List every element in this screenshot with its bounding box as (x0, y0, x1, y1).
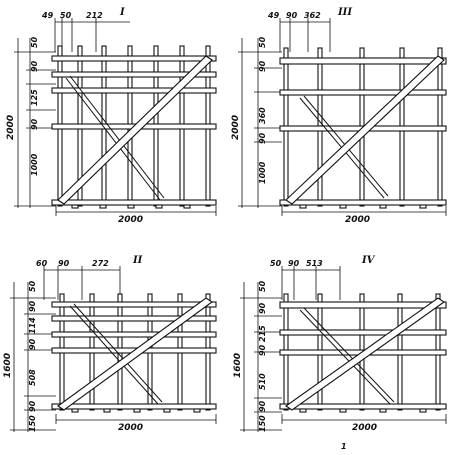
panel-II: II 60 90 272 50 90 114 90 508 90 150 160… (3, 255, 217, 433)
panel-III-side-dim-5: 1000 (258, 161, 267, 184)
panel-II-label: II (132, 255, 143, 266)
panel-II-side-dim-3: 114 (28, 317, 37, 334)
panel-I-side-dim-2: 90 (30, 60, 39, 72)
panel-I-side-dim-1: 50 (30, 36, 39, 48)
panel-I: I 49 50 212 50 90 125 90 1000 2000 2000 (6, 7, 217, 225)
panel-IV: IV 50 90 513 50 90 215 90 510 90 150 160… (233, 255, 447, 433)
panel-II-side-dim-1: 50 (28, 280, 37, 292)
panel-III-side-dim-4: 90 (258, 132, 267, 144)
panel-III-side-dim-1: 50 (258, 36, 267, 48)
panel-IV-top-dim-3: 513 (306, 259, 323, 268)
footer-mark: 1 (341, 442, 347, 451)
panel-I-side-dim-3: 125 (30, 89, 39, 106)
panel-III-side-dim-2: 90 (258, 60, 267, 72)
panel-I-label: I (119, 7, 125, 18)
panel-II-side-dim-4: 90 (28, 338, 37, 350)
panel-I-frame (51, 45, 217, 209)
panel-II-top-dim-1: 60 (36, 259, 48, 268)
panel-IV-side-dim-6: 90 (258, 400, 267, 412)
panel-I-side-dim-5: 1000 (30, 153, 39, 176)
panel-III-width-label: 2000 (345, 215, 370, 225)
panel-II-top-dim-3: 272 (92, 259, 109, 268)
panel-III-top-dim-1: 49 (267, 11, 280, 20)
panel-IV-side-dim-1: 50 (258, 280, 267, 292)
panel-IV-side-dim-5: 510 (258, 373, 267, 390)
panel-IV-side-dim-2: 90 (258, 302, 267, 314)
panel-III-frame (279, 47, 447, 209)
panel-III-height-label: 2000 (231, 115, 241, 140)
panel-III: III 49 90 362 50 90 360 90 1000 2000 200… (231, 7, 447, 225)
panel-IV-side-dim-3: 215 (258, 325, 267, 342)
panel-IV-top-dim-2: 90 (288, 259, 300, 268)
panel-II-side-dim-6: 90 (28, 400, 37, 412)
panel-IV-side-dim-7: 150 (258, 415, 267, 432)
panel-I-width-label: 2000 (118, 215, 143, 225)
panel-IV-frame (279, 293, 447, 413)
panel-I-height-label: 2000 (6, 115, 16, 140)
panel-III-side-dim-3: 360 (258, 107, 267, 124)
panel-II-top-dim-2: 90 (58, 259, 70, 268)
panel-II-frame (51, 293, 217, 413)
panel-I-top-dim-1: 49 (41, 11, 54, 20)
panel-II-side-dim-7: 150 (28, 415, 37, 432)
panel-I-top-dim-3: 212 (86, 11, 103, 20)
panel-II-side-dim-2: 90 (28, 300, 37, 312)
panel-IV-label: IV (361, 255, 376, 266)
panel-III-label: III (337, 7, 352, 18)
panel-I-top-dim-2: 50 (60, 11, 72, 20)
panel-II-width-label: 2000 (118, 423, 143, 433)
panel-III-top-dim-2: 90 (286, 11, 298, 20)
panel-III-top-dim-3: 362 (304, 11, 321, 20)
panel-II-height-label: 1600 (3, 353, 13, 378)
panel-IV-top-dim-1: 50 (270, 259, 282, 268)
panel-I-side-dim-4: 90 (30, 118, 39, 130)
panel-IV-height-label: 1600 (233, 353, 243, 378)
panel-IV-side-dim-4: 90 (258, 344, 267, 356)
panel-IV-width-label: 2000 (352, 423, 377, 433)
panel-II-side-dim-5: 508 (28, 369, 37, 386)
